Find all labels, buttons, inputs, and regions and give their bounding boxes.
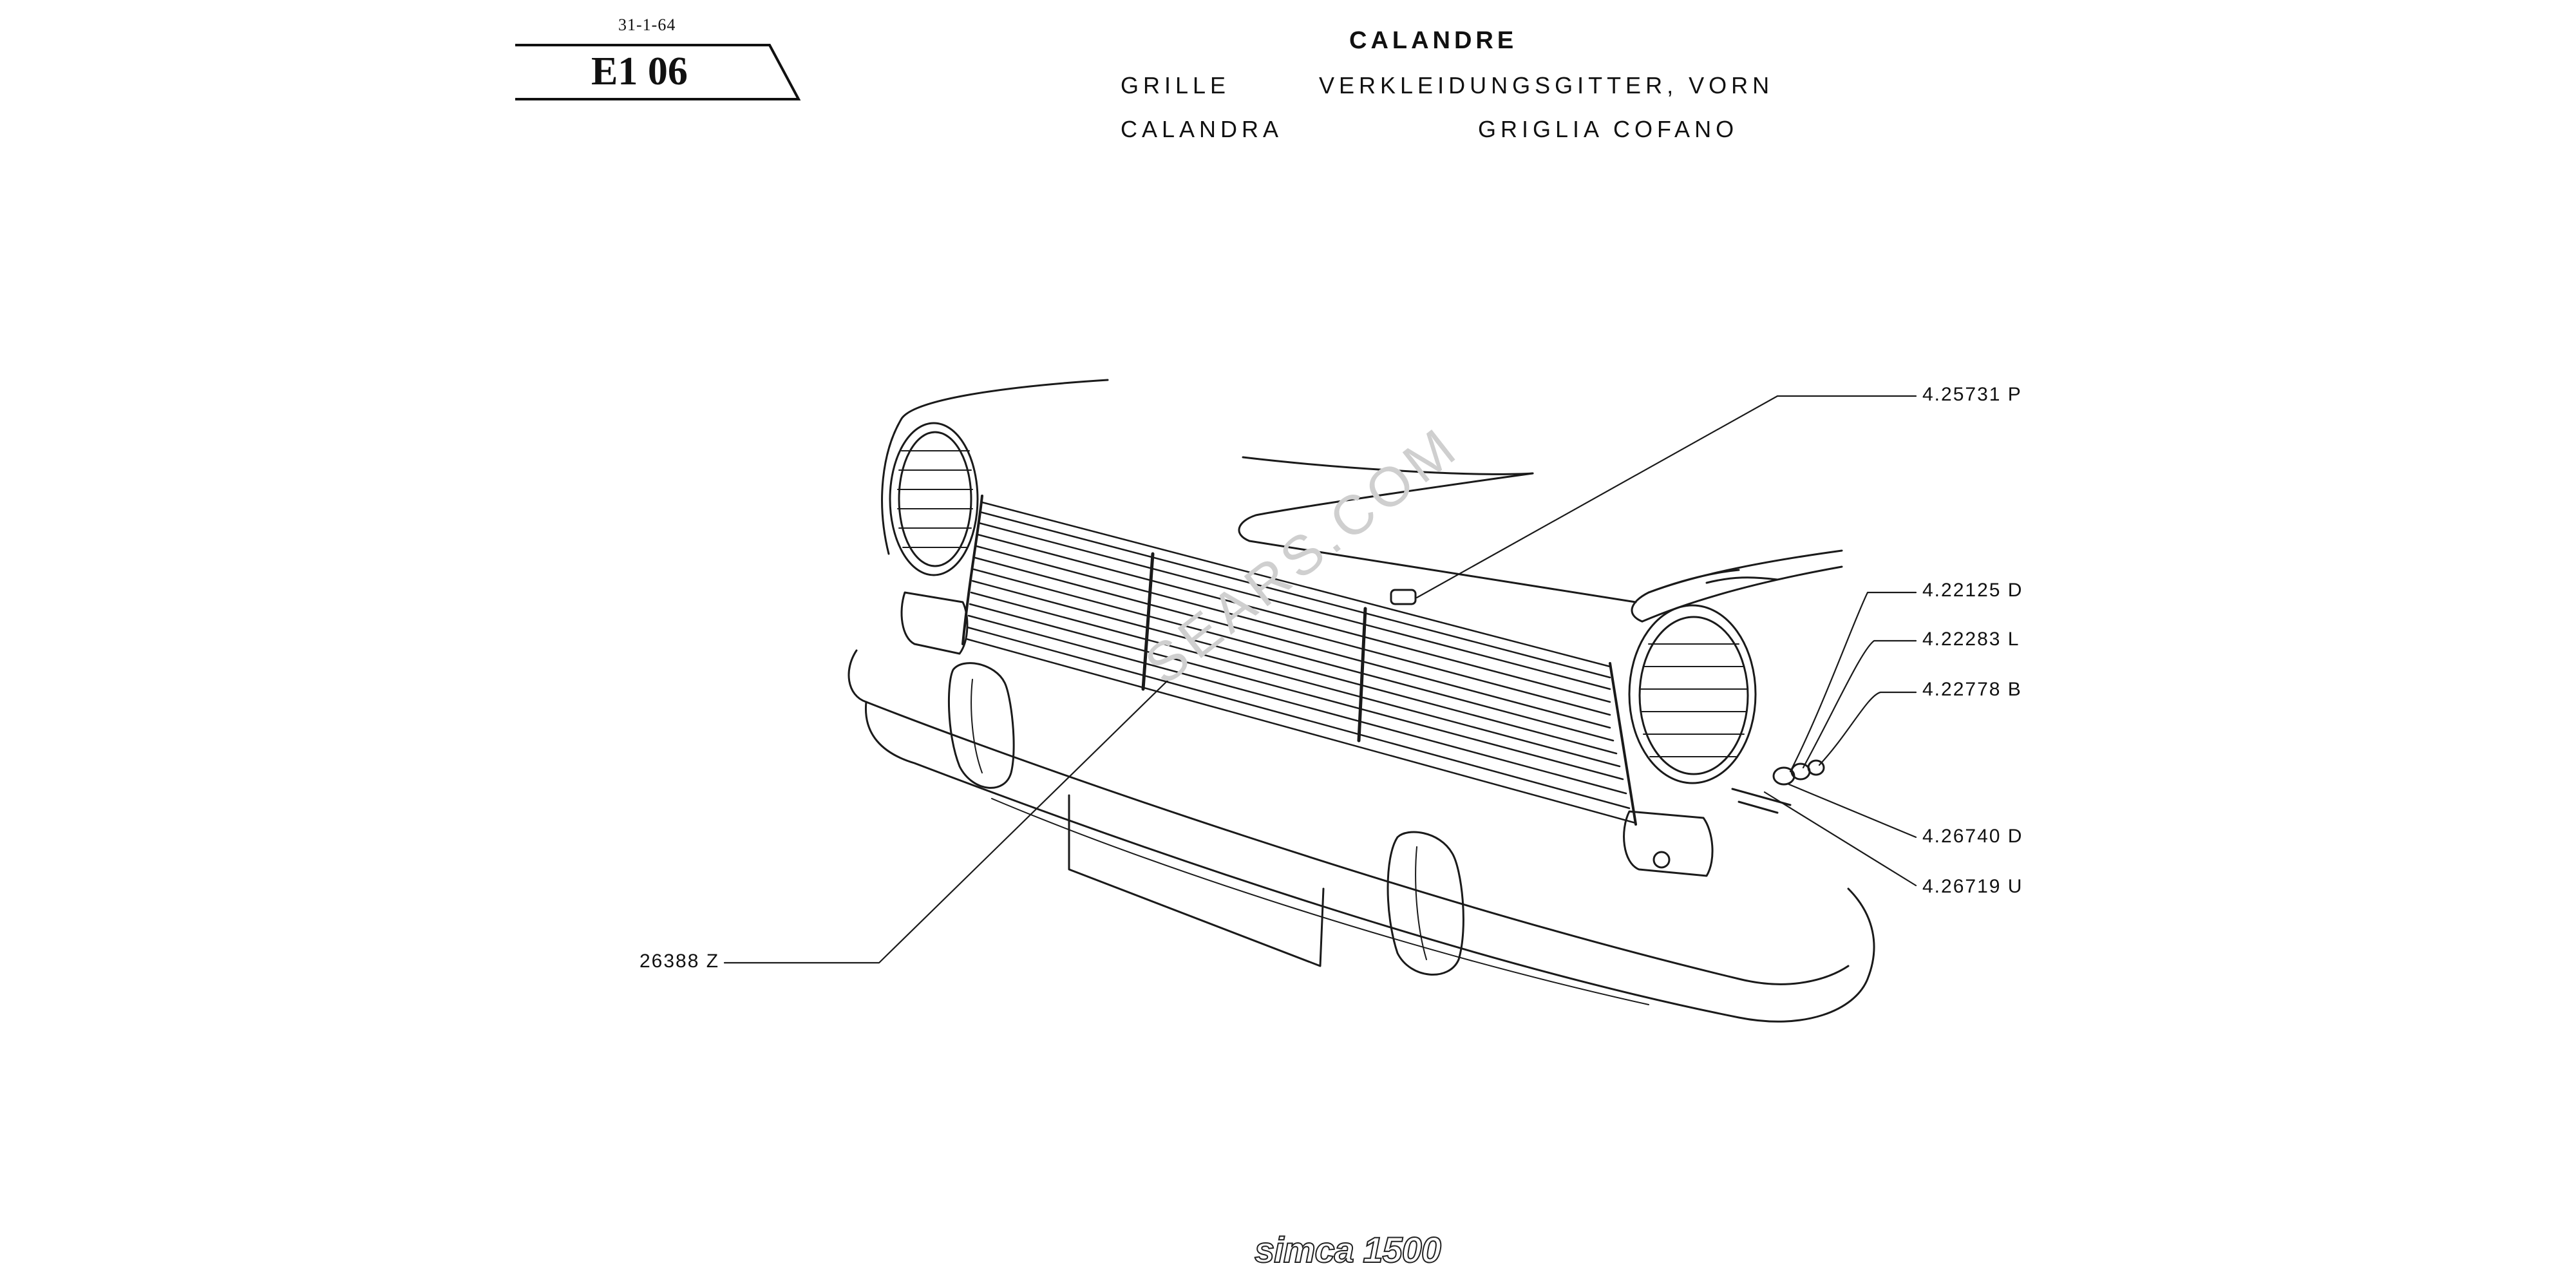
part-label: 4.26740 D: [1922, 826, 2023, 847]
title-french: CALANDRE: [1349, 27, 1518, 54]
revision-date: 31-1-64: [618, 15, 676, 34]
title-english: GRILLE: [1121, 72, 1231, 99]
part-label: 4.22283 L: [1922, 629, 2020, 650]
section-code: E1 06: [591, 50, 688, 93]
part-label: 4.22778 B: [1922, 679, 2022, 700]
brand-logo: simca 1500: [1254, 1229, 1442, 1271]
title-italian: GRIGLIA COFANO: [1478, 116, 1739, 142]
part-label: 4.22125 D: [1922, 580, 2023, 601]
title-spanish: CALANDRA: [1121, 116, 1283, 142]
title-german: VERKLEIDUNGSGITTER, VORN: [1319, 72, 1774, 99]
part-label: 4.25731 P: [1922, 384, 2022, 405]
section-code-box: [515, 44, 801, 100]
part-label: 26388 Z: [639, 951, 720, 972]
part-label: 4.26719 U: [1922, 876, 2023, 897]
